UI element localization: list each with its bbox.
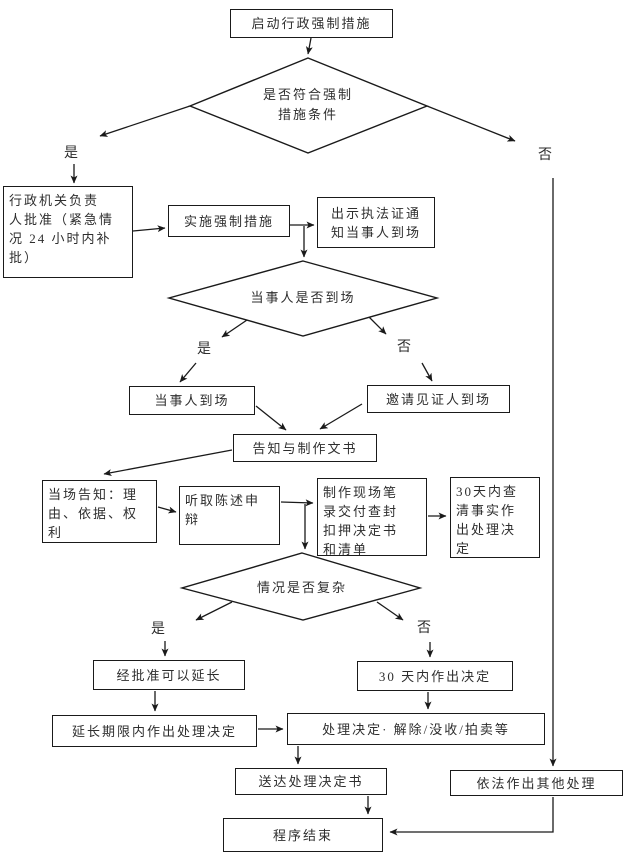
decision-diamond-case-complex (179, 552, 423, 621)
node-onsite-inform: 当场告知：理 由、依据、权 利 (42, 480, 157, 543)
node-implement-measures: 实施强制措施 (168, 205, 290, 237)
node-investigate-30-days: 30天内查 清事实作 出处理决 定 (450, 477, 540, 558)
decision-diamond-party-appears (166, 260, 440, 337)
branch-label-complex-no: 否 (417, 621, 431, 636)
node-listen-statement: 听取陈述申 辩 (179, 486, 280, 545)
node-end: 程序结束 (223, 818, 383, 852)
node-invite-witness: 邀请见证人到场 (367, 385, 510, 413)
node-decision-in-extension: 延长期限内作出处理决定 (52, 715, 257, 747)
branch-label-conditions-no: 否 (538, 148, 552, 163)
decision-party-appears-label: 当事人是否到场 (250, 290, 356, 305)
decision-case-complex-label: 情况是否复杂 (256, 580, 347, 595)
node-inform-and-documents: 告知与制作文书 (233, 434, 377, 462)
node-onsite-record: 制作现场笔 录交付查封 扣押决定书 和清单 (317, 478, 427, 557)
branch-label-conditions-yes: 是 (64, 146, 78, 161)
node-approved-extension: 经批准可以延长 (93, 660, 245, 690)
branch-label-complex-yes: 是 (151, 622, 165, 637)
decision-meets-conditions-label: 是否符合强制 措施条件 (262, 87, 353, 122)
node-head-approval: 行政机关负责 人批准（紧急情 况 24 小时内补 批） (3, 186, 133, 278)
node-deliver-decision: 送达处理决定书 (235, 768, 387, 795)
node-party-present: 当事人到场 (129, 386, 255, 415)
node-show-certificate: 出示执法证通 知当事人到场 (317, 197, 435, 248)
node-other-handling: 依法作出其他处理 (450, 770, 623, 796)
branch-label-appears-yes: 是 (197, 342, 211, 357)
decision-diamond-meets-conditions (188, 57, 429, 154)
branch-label-appears-no: 否 (397, 340, 411, 355)
node-start: 启动行政强制措施 (230, 9, 393, 38)
node-decide-30-days: 30 天内作出决定 (357, 661, 513, 691)
flow-arrows (70, 37, 557, 836)
node-handling-decision: 处理决定· 解除/没收/拍卖等 (287, 713, 545, 745)
